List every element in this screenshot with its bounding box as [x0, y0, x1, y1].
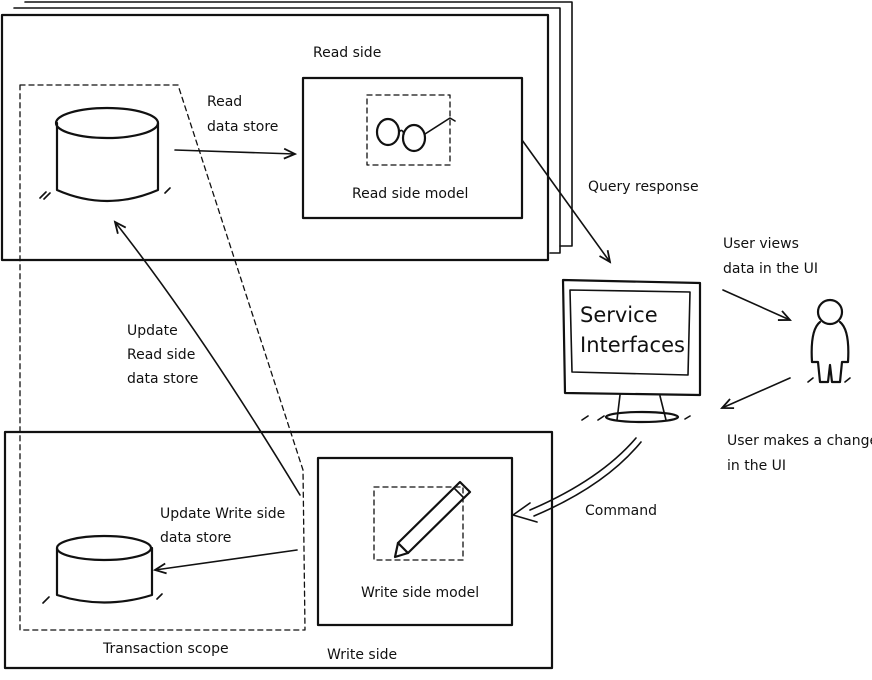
- user-changes-arrow: [722, 377, 791, 408]
- transaction-scope-boundary: [19, 84, 306, 631]
- monitor-icon: [561, 278, 702, 424]
- write-side-model-label: Write side model: [361, 585, 479, 601]
- update-read-label-3: data store: [127, 371, 198, 387]
- update-write-arrow: [155, 549, 298, 570]
- glasses-icon: [375, 117, 456, 153]
- command-arrow: [512, 437, 642, 523]
- read-side-model-box: [301, 76, 524, 220]
- update-write-label-2: data store: [160, 530, 231, 546]
- query-response-arrow: [521, 139, 610, 262]
- user-changes-label-2: in the UI: [727, 458, 786, 474]
- read-side-box: [0, 1, 573, 262]
- write-side-model-box: [316, 456, 514, 627]
- read-side-title: Read side: [313, 45, 381, 61]
- update-read-label-1: Update: [127, 323, 178, 339]
- write-side-title: Write side: [327, 647, 397, 663]
- transaction-scope-label: Transaction scope: [102, 641, 229, 657]
- person-icon: [807, 298, 851, 384]
- user-changes-label-1: User makes a change: [727, 433, 872, 449]
- read-side-model-label: Read side model: [352, 186, 468, 202]
- user-views-label-2: data in the UI: [723, 261, 818, 277]
- command-label: Command: [585, 503, 657, 519]
- update-read-label-2: Read side: [127, 347, 195, 363]
- update-write-label-1: Update Write side: [160, 506, 285, 522]
- monitor-line-2: Interfaces: [580, 333, 685, 357]
- pencil-icon: [393, 480, 472, 559]
- query-response-label: Query response: [588, 179, 699, 195]
- update-read-arrow: [115, 222, 301, 496]
- read-arrow-label-2: data store: [207, 119, 278, 135]
- read-data-store-arrow: [174, 150, 295, 154]
- read-arrow-label-1: Read: [207, 94, 242, 110]
- read-database-icon: [39, 106, 171, 203]
- user-views-arrow: [722, 289, 790, 320]
- write-side-box: [3, 430, 554, 670]
- read-model-inner: [366, 94, 451, 166]
- monitor-line-1: Service: [580, 303, 658, 327]
- write-database-icon: [42, 534, 163, 604]
- write-model-inner: [373, 486, 464, 561]
- user-views-label-1: User views: [723, 236, 799, 252]
